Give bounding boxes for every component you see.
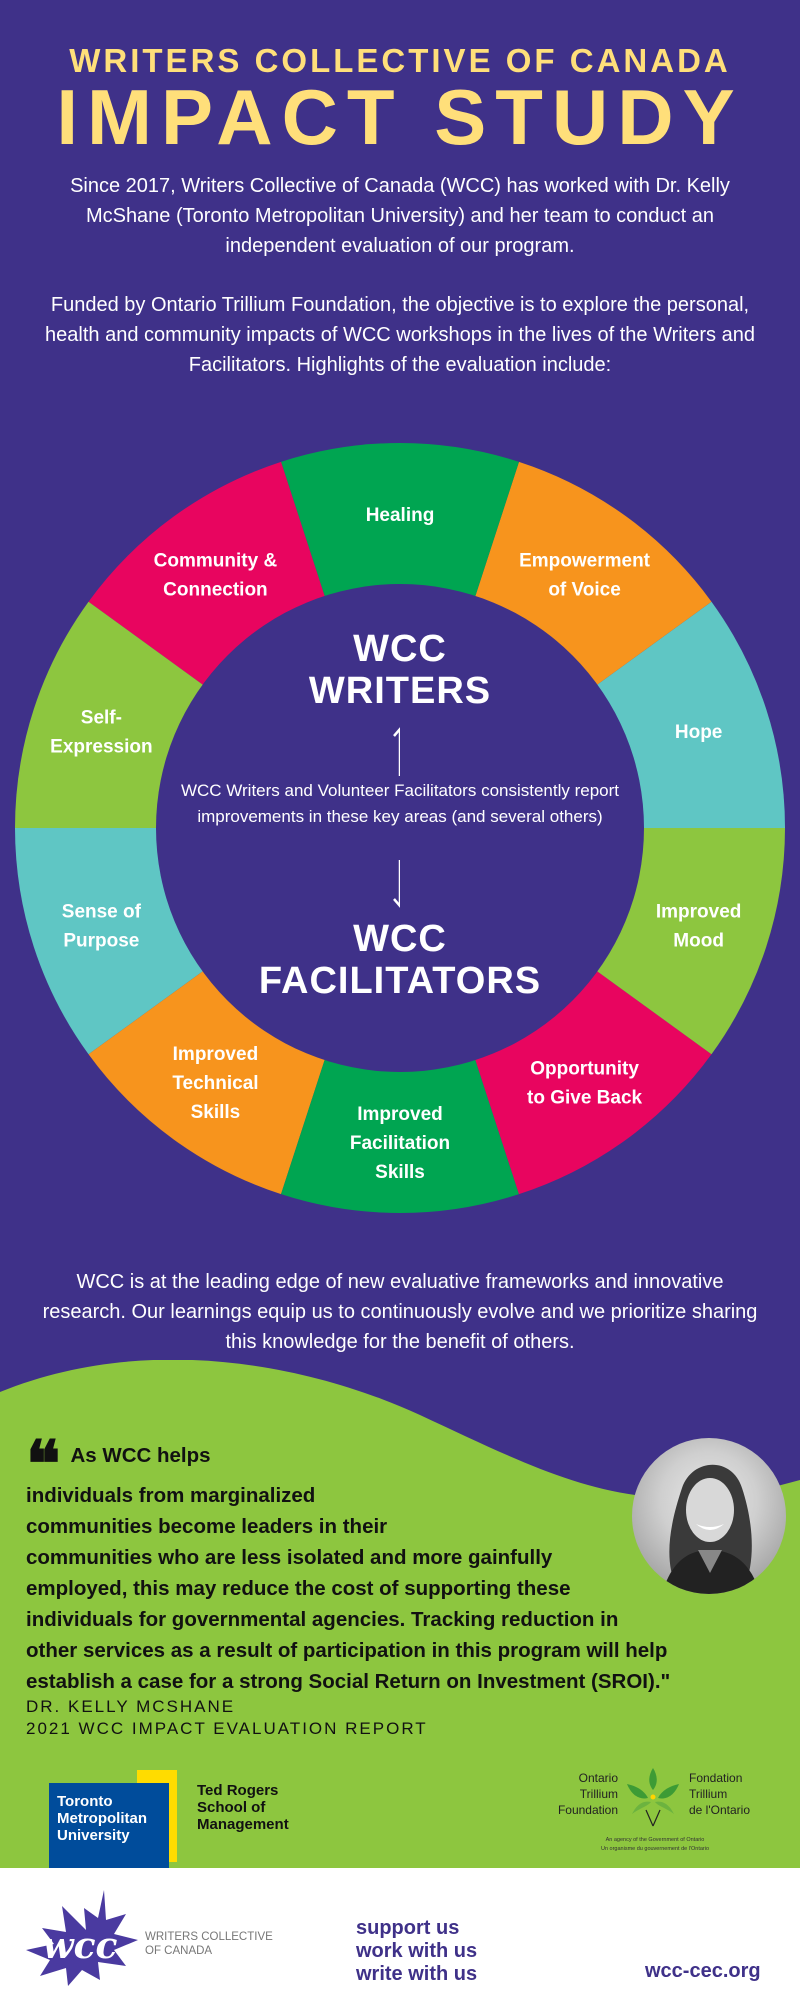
quote-line: other services as a result of participat… xyxy=(26,1639,668,1662)
wheel-segment-label-line: Skills xyxy=(375,1162,425,1183)
website-link[interactable]: wcc-cec.org xyxy=(645,1960,761,1982)
wheel-segment-label-line: Skills xyxy=(191,1102,241,1123)
otf-agency-line: Un organisme du gouvernement de l'Ontari… xyxy=(600,1846,710,1852)
wcc-name-line: WRITERS COLLECTIVE xyxy=(145,1931,273,1943)
wheel-segment-label-line: of Voice xyxy=(548,579,621,600)
support-us-link[interactable]: support us xyxy=(356,1917,460,1939)
wheel-segment-label: Sense of Purpose xyxy=(62,902,142,952)
work-with-us-link[interactable]: work with us xyxy=(356,1940,478,1962)
otf-agency-text: An agency of the Government of Ontario U… xyxy=(580,1836,730,1854)
ted-rogers-line: Ted Rogers xyxy=(197,1782,279,1799)
wheel-segment-label: Hope xyxy=(675,722,723,743)
center-description: WCC Writers and Volunteer Facilitators c… xyxy=(180,781,620,826)
footer-links: support us work with us write with us xyxy=(356,1917,477,1986)
ted-rogers-line: School of xyxy=(197,1799,266,1816)
wheel-segment-label-line: Self- xyxy=(81,707,122,728)
intro-paragraph-1: Since 2017, Writers Collective of Canada… xyxy=(70,175,730,257)
wheel-segment-label: Community & Connection xyxy=(154,550,278,600)
wheel-segment-label-line: Sense of xyxy=(62,902,142,923)
quote-block: ❝As WCC helps individuals from marginali… xyxy=(26,1433,786,1697)
intro-paragraph-2: Funded by Ontario Trillium Foundation, t… xyxy=(45,294,755,376)
tmu-logo-line: Metropolitan xyxy=(57,1810,147,1827)
center-writers-title: WCC WRITERS xyxy=(200,628,600,712)
lead-paragraph: WCC is at the leading edge of new evalua… xyxy=(42,1271,758,1353)
tmu-logo-line: Toronto xyxy=(57,1793,113,1810)
wheel-segment-label-line: Mood xyxy=(673,931,724,952)
kelly-mcshane-photo xyxy=(632,1438,786,1594)
trillium-logo-icon xyxy=(627,1768,679,1827)
wheel-segment-label: Empowerment of Voice xyxy=(519,550,651,600)
center-writers-line: WCC xyxy=(353,628,447,670)
wheel-segment-label-line: Empowerment xyxy=(519,550,651,571)
wheel-segment-label: Opportunity to Give Back xyxy=(527,1059,643,1109)
wheel-segment-label: Healing xyxy=(366,505,435,526)
ted-rogers-line: Management xyxy=(197,1816,289,1833)
quote-attribution: DR. KELLY MCSHANE 2021 WCC IMPACT EVALUA… xyxy=(26,1696,428,1740)
otf-line: de l'Ontario xyxy=(689,1803,750,1817)
otf-line: Ontario xyxy=(578,1771,618,1785)
center-writers-line: WRITERS xyxy=(308,670,492,712)
green-wave-background xyxy=(0,1360,800,1880)
wcc-maple-leaf-logo: wcc xyxy=(26,1890,138,1986)
wheel-segment-label-line: Community & xyxy=(154,550,278,571)
quote-line: As WCC helps xyxy=(70,1444,211,1467)
wcc-logo-name: WRITERS COLLECTIVE OF CANADA xyxy=(145,1930,273,1958)
author-name: DR. KELLY MCSHANE xyxy=(26,1697,236,1716)
otf-line: Foundation xyxy=(557,1803,618,1817)
page-title: IMPACT STUDY xyxy=(56,73,744,161)
quote-line: communities become leaders in their xyxy=(26,1515,388,1538)
wheel-segment-label-line: Expression xyxy=(50,736,152,757)
wcc-name-line: OF CANADA xyxy=(145,1945,213,1957)
author-source: 2021 WCC IMPACT EVALUATION REPORT xyxy=(26,1719,428,1738)
wheel-segment-label-line: Improved xyxy=(656,902,742,923)
tmu-logo-line: University xyxy=(57,1827,130,1844)
center-facilitators-line: FACILITATORS xyxy=(258,960,542,1002)
wheel-segment-label-line: Improved xyxy=(357,1104,443,1125)
wheel-segment-label-line: Hope xyxy=(675,722,723,743)
otf-line: Trillium xyxy=(689,1787,728,1801)
wheel-segment-label-line: Opportunity xyxy=(530,1059,639,1080)
wheel-center xyxy=(156,584,644,1072)
wheel-segment-label-line: to Give Back xyxy=(527,1088,643,1109)
quote-line: communities who are less isolated and mo… xyxy=(26,1546,553,1569)
center-facilitators-line: WCC xyxy=(353,918,447,960)
quote-line: individuals for governmental agencies. T… xyxy=(26,1608,619,1631)
quote-line: establish a case for a strong Social Ret… xyxy=(26,1670,671,1693)
quote-mark-icon: ❝ xyxy=(26,1427,61,1502)
wheel-segment-label-line: Improved xyxy=(173,1044,259,1065)
otf-logo-english: Ontario Trillium Foundation xyxy=(540,1770,618,1818)
wheel-segment-label-line: Healing xyxy=(366,505,435,526)
impact-wheel: Hope Empowerment of Voice HealingCommunity … xyxy=(15,443,785,1213)
otf-agency-line: An agency of the Government of Ontario xyxy=(605,1837,705,1843)
ted-rogers-logo-text: Ted Rogers School of Management xyxy=(197,1782,289,1833)
wheel-segment-label-line: Facilitation xyxy=(350,1133,450,1154)
arrow-up-icon xyxy=(393,727,400,776)
wheel-segment-label-line: Technical xyxy=(172,1073,258,1094)
wheel-segment-label: Self- Expression xyxy=(50,707,152,757)
footer xyxy=(0,1868,800,2000)
org-name: WRITERS COLLECTIVE OF CANADA xyxy=(69,42,731,79)
otf-line: Trillium xyxy=(579,1787,618,1801)
center-facilitators-title: WCC FACILITATORS xyxy=(150,918,650,1002)
otf-logo-french: Fondation Trillium de l'Ontario xyxy=(689,1770,750,1818)
wheel-segment-label-line: Purpose xyxy=(63,931,139,952)
arrow-down-icon xyxy=(393,860,400,908)
write-with-us-link[interactable]: write with us xyxy=(356,1963,478,1985)
quote-line: individuals from marginalized xyxy=(26,1484,316,1507)
quote-line: employed, this may reduce the cost of su… xyxy=(26,1577,571,1600)
otf-line: Fondation xyxy=(689,1771,743,1785)
wheel-segment-label-line: Connection xyxy=(163,579,268,600)
wcc-logo-mark: wcc xyxy=(43,1925,118,1967)
tmu-logo: Toronto Metropolitan University xyxy=(49,1783,169,1870)
